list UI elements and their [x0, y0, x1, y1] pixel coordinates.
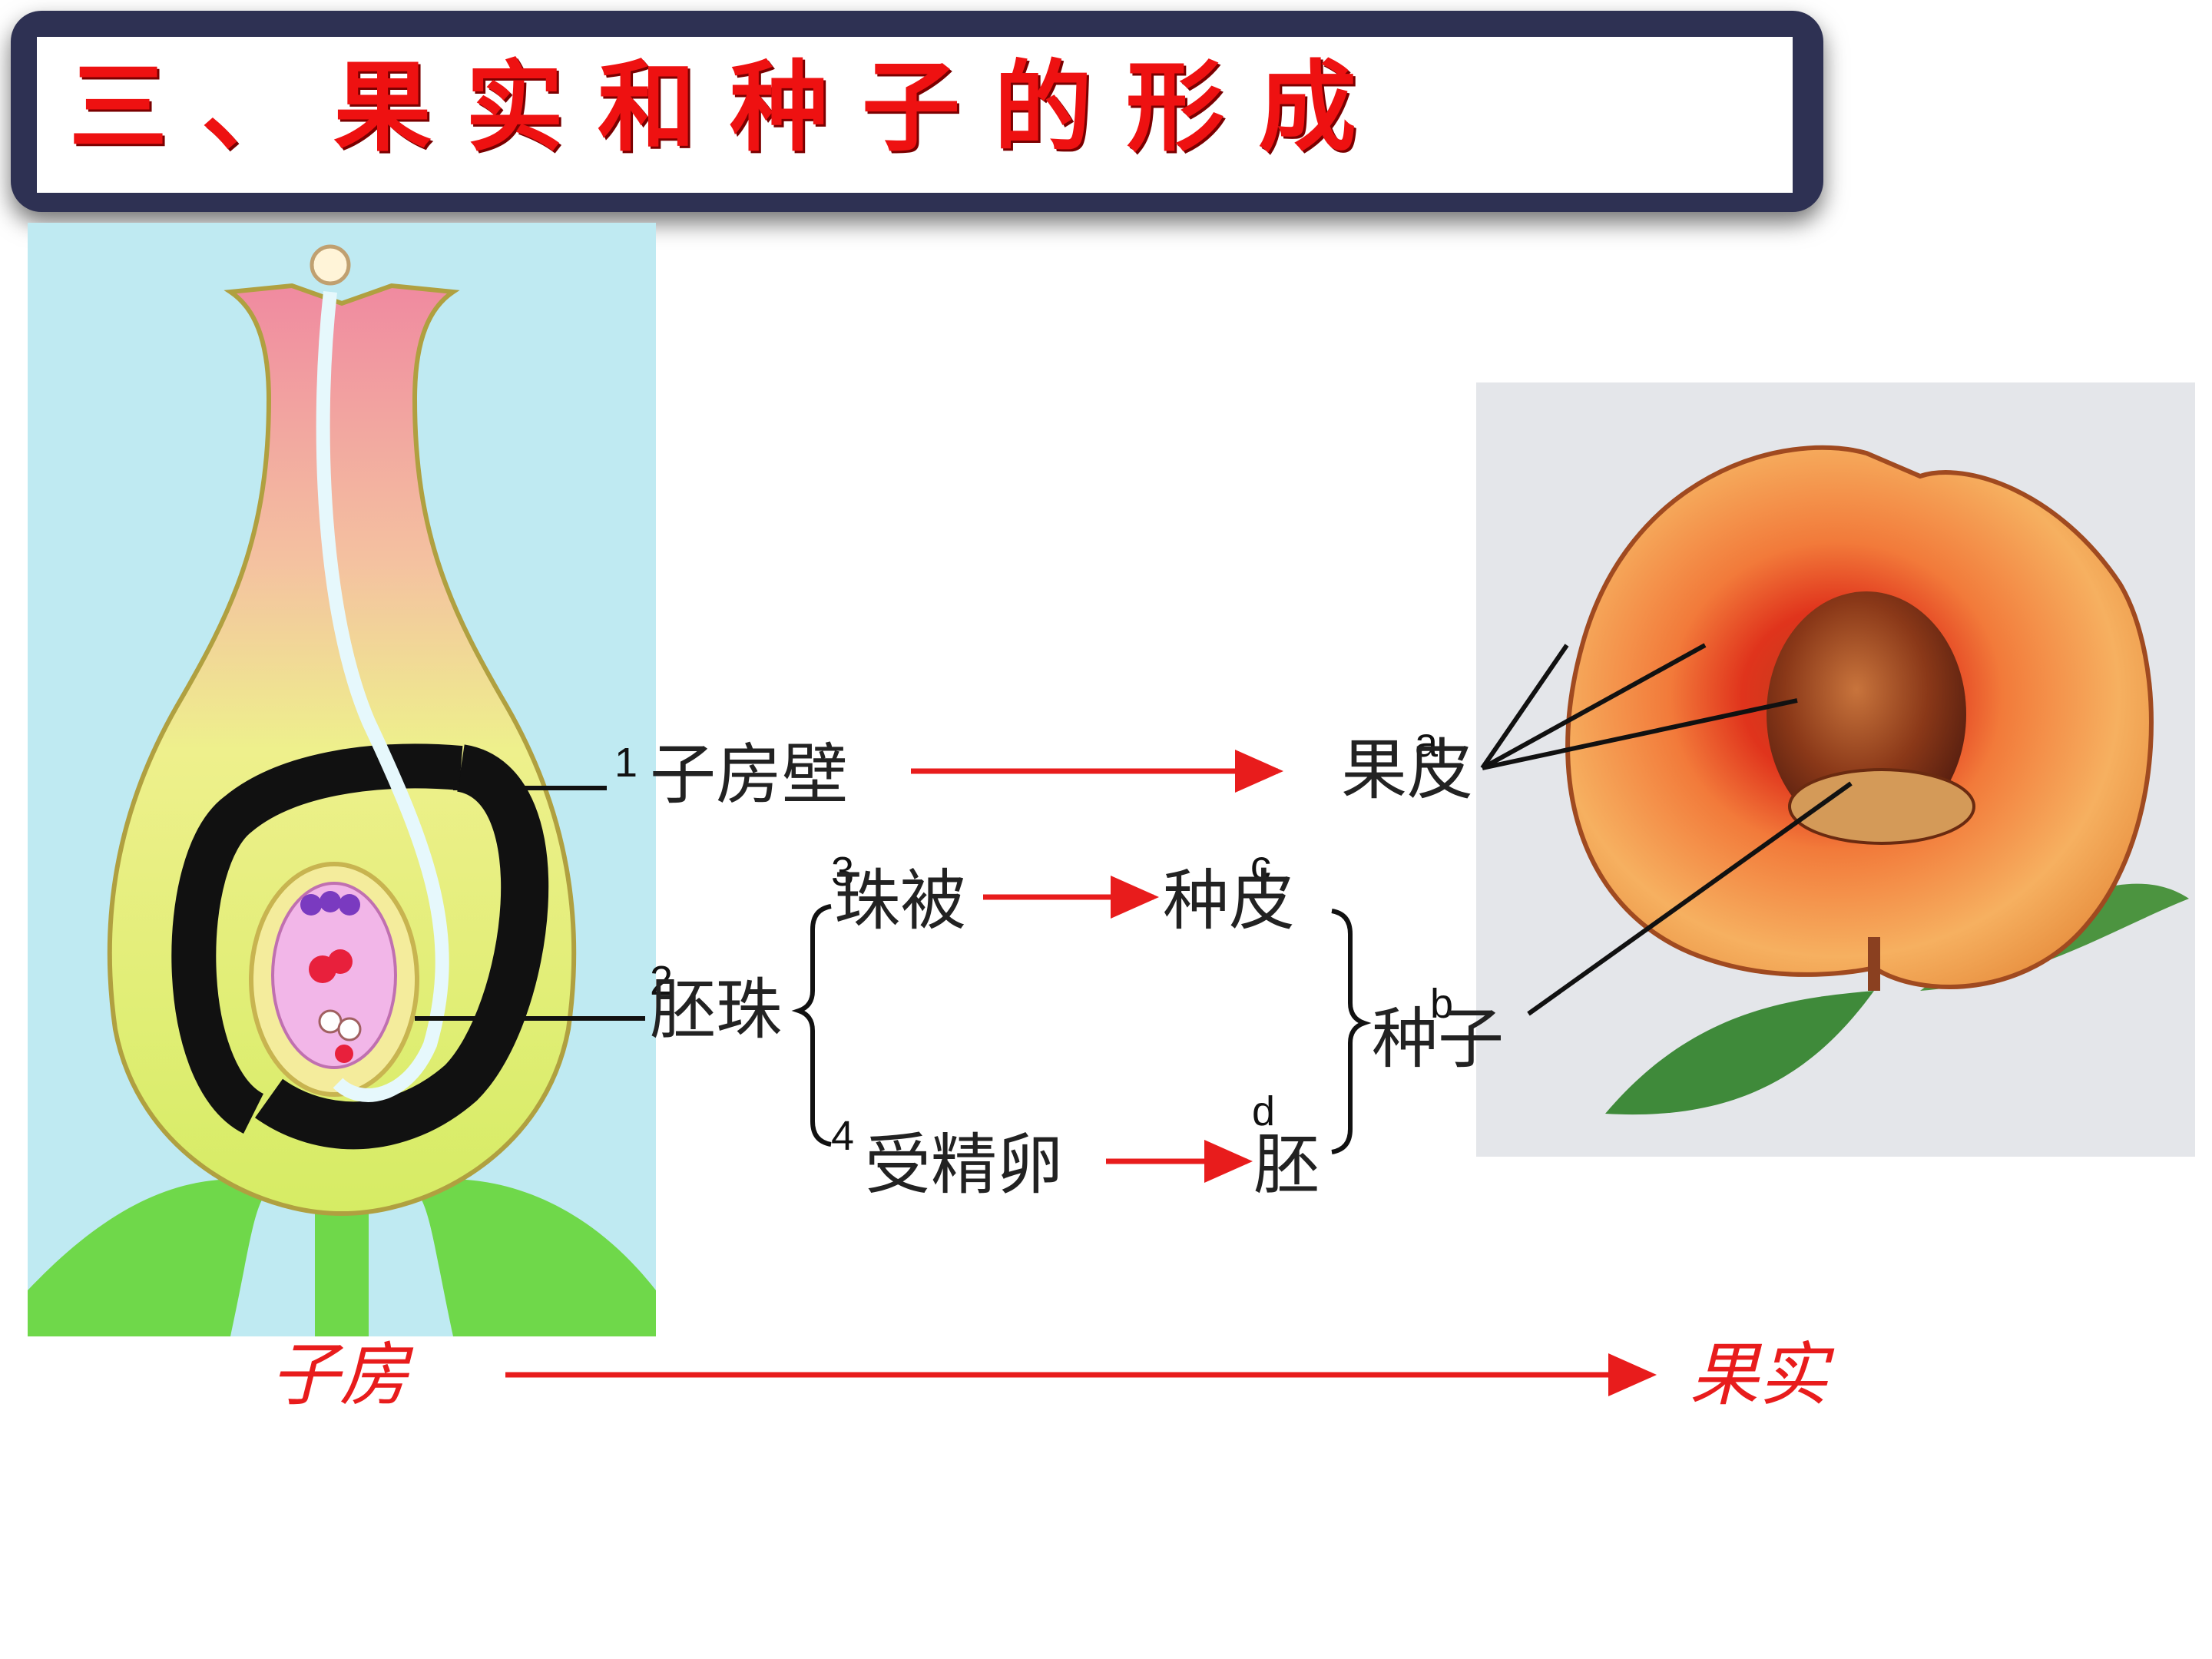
number-1: 1	[614, 742, 637, 783]
label-fertilized-egg: 受精卵	[865, 1132, 1063, 1198]
label-seed-coat: 种皮	[1163, 868, 1295, 934]
letter-d: d	[1252, 1091, 1275, 1132]
label-embryo: 胚	[1253, 1132, 1320, 1198]
peach-illustration	[1476, 382, 2195, 1157]
braces	[799, 906, 1364, 1152]
pollen-grain	[312, 247, 349, 283]
label-ovule: 胚珠	[650, 977, 782, 1043]
label-fruit: 果实	[1690, 1341, 1828, 1410]
label-ovary: 子房	[270, 1341, 409, 1410]
number-4: 4	[831, 1115, 854, 1157]
stalk	[315, 1198, 369, 1336]
synergid-cell	[339, 894, 360, 916]
label-pericarp: 果皮	[1341, 737, 1473, 803]
zygote-nucleus	[335, 1045, 353, 1063]
polar-nucleus	[328, 949, 353, 974]
egg-cell	[339, 1018, 360, 1040]
peach-stem	[1868, 937, 1880, 991]
label-ovary-wall: 子房壁	[650, 742, 848, 808]
synergid-cell	[300, 894, 322, 916]
pistil-illustration	[28, 223, 656, 1336]
right-brace	[1332, 911, 1364, 1152]
synergid-cell	[320, 891, 341, 912]
label-integument: 珠被	[834, 868, 966, 934]
left-brace	[799, 906, 831, 1144]
label-seed: 种子	[1372, 1006, 1504, 1072]
